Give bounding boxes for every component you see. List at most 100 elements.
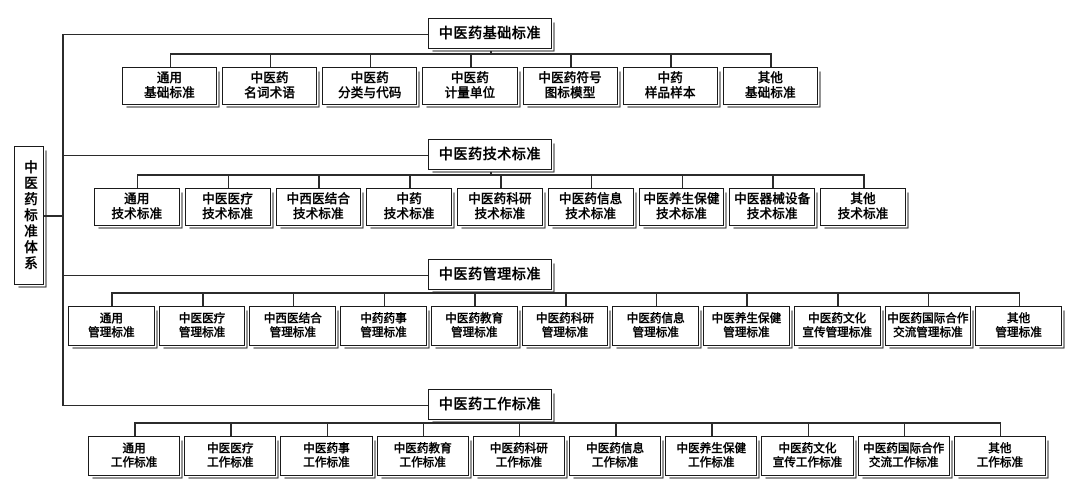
leaf-node-line2: 宣传工作标准: [772, 456, 843, 469]
branch-connector-basic: [62, 33, 428, 35]
category-node-work[interactable]: 中医药工作标准: [428, 389, 552, 420]
leaf-node-management-9[interactable]: 中医药文化宣传管理标准: [793, 306, 881, 346]
branch-connector-management: [62, 274, 428, 276]
leaf-node-line2: 工作标准: [495, 456, 543, 469]
leaf-node-line2: 工作标准: [976, 456, 1024, 469]
leaf-node-line2: 基础标准: [745, 86, 796, 100]
leaf-node-basic-2[interactable]: 中医药名词术语: [222, 67, 318, 105]
root-trunk-connector: [62, 33, 64, 405]
leaf-node-work-7[interactable]: 中医养生保健工作标准: [665, 436, 758, 476]
leaf-node-work-8[interactable]: 中医药文化宣传工作标准: [761, 436, 854, 476]
leaf-stub-work-4: [422, 422, 425, 436]
leaf-stub-basic-1: [169, 53, 172, 67]
leaf-node-management-7[interactable]: 中医药信息管理标准: [612, 306, 700, 346]
leaf-node-technical-5[interactable]: 中医药科研技术标准: [457, 188, 543, 226]
leaf-node-line1: 中医药: [350, 71, 389, 86]
leaf-node-management-2[interactable]: 中医医疗管理标准: [158, 306, 246, 346]
leaf-node-line2: 名词术语: [244, 86, 296, 100]
category-drop-basic: [490, 49, 492, 53]
leaf-stub-management-1: [111, 292, 113, 306]
leaf-node-line2: 交流工作标准: [868, 456, 939, 469]
leaf-node-management-11[interactable]: 其他管理标准: [975, 306, 1062, 346]
category-node-technical[interactable]: 中医药技术标准: [428, 139, 552, 170]
leaf-node-technical-9[interactable]: 其他技术标准: [820, 188, 906, 226]
category-drop-technical: [490, 170, 492, 174]
leaf-node-line1: 中医医疗: [202, 192, 254, 207]
leaf-node-line2: 技术标准: [656, 207, 707, 221]
leaf-node-basic-6[interactable]: 中药样品样本: [622, 67, 718, 105]
leaf-node-line1: 中医养生保健: [711, 312, 782, 326]
leaf-node-management-5[interactable]: 中医药教育管理标准: [430, 306, 518, 346]
leaf-node-work-2[interactable]: 中医医疗工作标准: [184, 436, 277, 476]
leaf-node-line1: 通用: [122, 442, 146, 456]
leaf-stub-basic-2: [269, 53, 272, 67]
leaf-stub-management-8: [746, 292, 748, 306]
leaf-node-line2: 管理标准: [269, 326, 316, 339]
leaf-node-line1: 中医药符号: [538, 71, 602, 86]
leaf-node-basic-1[interactable]: 通用基础标准: [122, 67, 218, 105]
leaf-node-line1: 中医医疗: [207, 442, 254, 456]
leaf-node-work-5[interactable]: 中医药科研工作标准: [472, 436, 565, 476]
leaf-node-work-3[interactable]: 中医药事工作标准: [280, 436, 373, 476]
category-node-basic[interactable]: 中医药基础标准: [428, 18, 552, 49]
leaf-node-line1: 中医药文化: [808, 312, 867, 326]
leaf-node-management-4[interactable]: 中药药事管理标准: [340, 306, 427, 346]
leaf-node-work-1[interactable]: 通用工作标准: [88, 436, 181, 476]
leaf-node-line1: 中医器械设备: [734, 192, 811, 207]
leaf-node-line2: 计量单位: [444, 86, 496, 100]
leaf-node-management-6[interactable]: 中医药科研管理标准: [521, 306, 609, 346]
leaf-stub-technical-2: [227, 174, 230, 188]
leaf-stub-work-5: [518, 422, 521, 436]
leaf-node-technical-6[interactable]: 中医药信息技术标准: [547, 188, 634, 226]
leaf-node-technical-8[interactable]: 中医器械设备技术标准: [729, 188, 816, 226]
leaf-stub-technical-5: [500, 174, 502, 188]
leaf-node-line2: 管理标准: [541, 326, 589, 339]
root-node[interactable]: 中医药标准体系: [14, 146, 44, 285]
leaf-stub-work-9: [903, 422, 906, 436]
leaf-node-technical-1[interactable]: 通用技术标准: [94, 188, 180, 226]
leaf-stub-basic-5: [570, 53, 572, 67]
leaf-node-line2: 基础标准: [144, 86, 195, 100]
leaf-stub-technical-6: [590, 174, 593, 188]
leaf-node-line1: 其他: [988, 442, 1012, 456]
category-drop-management: [490, 290, 492, 292]
leaf-node-work-4[interactable]: 中医药教育工作标准: [376, 436, 469, 476]
leaf-node-work-6[interactable]: 中医药信息工作标准: [569, 436, 662, 476]
leaf-node-line2: 技术标准: [202, 207, 254, 221]
leaf-node-management-8[interactable]: 中医养生保健管理标准: [703, 306, 790, 346]
leaf-node-line2: 图标模型: [544, 86, 596, 100]
leaf-node-line1: 中医药科研: [468, 192, 532, 207]
leaf-node-management-10[interactable]: 中医药国际合作交流管理标准: [884, 306, 972, 346]
leaf-node-line2: 管理标准: [451, 326, 498, 339]
leaf-node-line1: 中医药: [250, 71, 289, 86]
leaf-node-line1: 中西医结合: [263, 312, 322, 326]
leaf-node-basic-4[interactable]: 中医药计量单位: [422, 67, 518, 105]
leaf-stub-work-2: [230, 422, 232, 436]
leaf-node-line1: 中医药教育: [393, 442, 452, 456]
leaf-node-line1: 中西医结合: [286, 192, 351, 207]
leaf-node-technical-7[interactable]: 中医养生保健技术标准: [638, 188, 725, 226]
leaf-node-technical-4[interactable]: 中药技术标准: [366, 188, 453, 226]
category-node-label: 中医药技术标准: [438, 146, 542, 163]
leaf-stub-management-6: [565, 292, 567, 306]
leaf-node-basic-3[interactable]: 中医药分类与代码: [322, 67, 418, 105]
leaf-node-line2: 管理标准: [632, 326, 679, 339]
leaf-stub-work-7: [711, 422, 713, 436]
leaf-node-line2: 技术标准: [293, 207, 344, 221]
leaf-node-technical-3[interactable]: 中西医结合技术标准: [275, 188, 362, 226]
category-node-management[interactable]: 中医药管理标准: [428, 259, 552, 290]
leaf-node-management-1[interactable]: 通用管理标准: [68, 306, 155, 346]
leaf-stub-management-3: [292, 292, 295, 306]
root-stub-connector: [44, 215, 62, 217]
leaf-node-basic-5[interactable]: 中医药符号图标模型: [522, 67, 618, 105]
leaf-node-line2: 宣传管理标准: [802, 326, 872, 339]
leaf-node-line1: 中药: [657, 71, 683, 86]
leaf-node-basic-7[interactable]: 其他基础标准: [722, 67, 818, 105]
leaf-stub-technical-7: [681, 174, 684, 188]
leaf-node-management-3[interactable]: 中西医结合管理标准: [249, 306, 337, 346]
leaf-node-work-9[interactable]: 中医药国际合作交流工作标准: [857, 436, 950, 476]
leaf-node-work-10[interactable]: 其他工作标准: [953, 436, 1046, 476]
leaf-node-line1: 中医药信息: [559, 192, 623, 207]
leaf-node-technical-2[interactable]: 中医医疗技术标准: [184, 188, 271, 226]
